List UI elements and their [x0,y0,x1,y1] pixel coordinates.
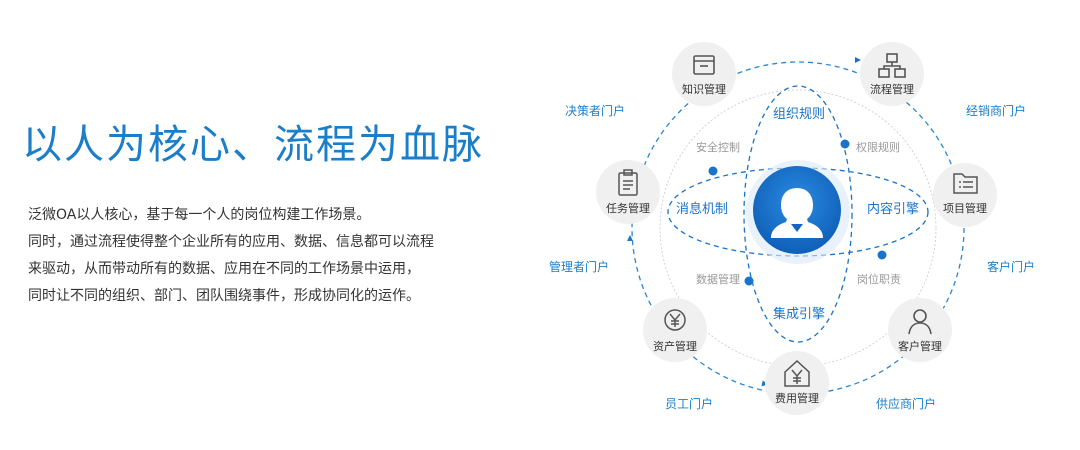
permission-rules-label: 权限规则 [856,140,900,154]
node-expense: 费用管理 [765,351,829,415]
node-process-label: 流程管理 [870,82,914,96]
description-line: 来驱动，从而带动所有的数据、应用在不同的工作场景中运用， [28,261,420,277]
node-task-label: 任务管理 [606,201,650,215]
person-icon [908,309,932,335]
node-knowledge-label: 知识管理 [682,82,726,96]
description: 泛微OA以人核心，基于每一个人的岗位构建工作场景。 同时，通过流程使得整个企业所… [28,202,468,310]
node-task: 任务管理 [596,160,660,224]
vertical-ellipse [743,85,853,343]
org-chart-icon [878,53,906,78]
node-asset-label: 资产管理 [653,339,697,353]
yen-circle-icon [664,309,686,331]
node-customer-label: 客户管理 [898,339,942,353]
node-expense-label: 费用管理 [775,391,819,405]
dot [708,166,718,176]
node-asset: 资产管理 [643,298,707,362]
node-customer: 客户管理 [888,298,952,362]
node-knowledge: 知识管理 [672,42,736,106]
org-rules-label: 组织规则 [773,107,825,122]
outer-ring [631,61,965,395]
headline: 以人为核心、流程为血脉 [22,122,484,168]
integration-engine-label: 集成引擎 [773,306,825,322]
security-control-label: 安全控制 [696,140,740,154]
portal-manager: 管理者门户 [549,259,609,274]
position-duties-label: 岗位职责 [857,272,901,286]
description-line: 同时让不同的组织、部门、团队围绕事件，形成协同化的运作。 [28,288,420,304]
node-process: 流程管理 [860,42,924,106]
folder-list-icon [953,173,978,194]
description-line: 泛微OA以人核心，基于每一个人的岗位构建工作场景。 [28,207,371,223]
person-avatar-icon [771,188,823,238]
portal-supplier: 供应商门户 [876,396,936,411]
content-engine-label: 内容引擎 [867,201,919,217]
yen-house-icon [784,359,810,387]
dot [840,139,850,149]
data-management-label: 数据管理 [696,272,740,286]
dot [877,250,887,260]
clipboard-icon [618,169,638,196]
dot [744,276,754,286]
node-project-label: 项目管理 [943,201,987,215]
portal-employee: 员工门户 [665,396,713,411]
node-project: 项目管理 [933,163,997,227]
archive-box-icon [693,55,715,75]
message-mechanism-label: 消息机制 [676,201,728,217]
portal-decision: 决策者门户 [565,103,625,118]
description-line: 同时，通过流程使得整个企业所有的应用、数据、信息都可以流程 [28,234,434,250]
portal-customer: 客户门户 [987,259,1035,274]
portal-dealer: 经销商门户 [966,103,1026,118]
